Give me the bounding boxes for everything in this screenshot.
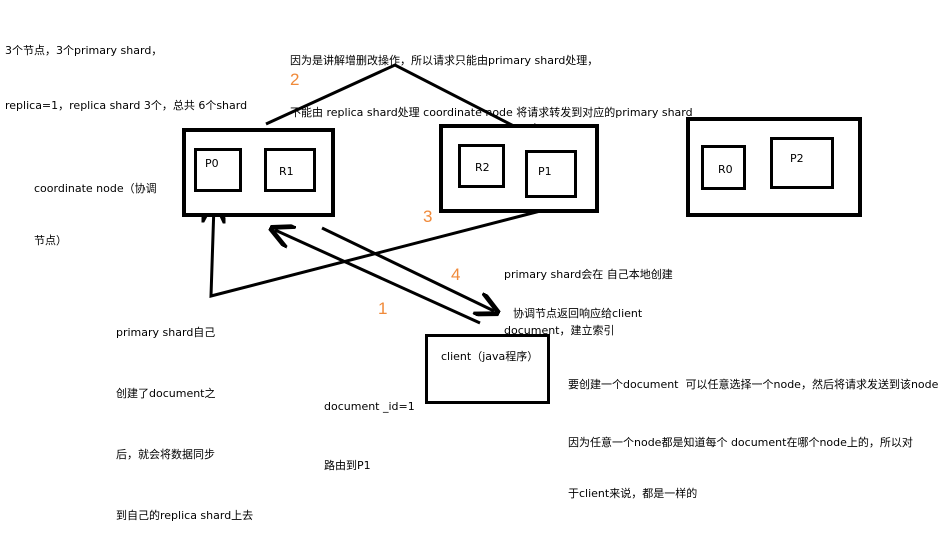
- shard-label: R0: [718, 163, 733, 176]
- node-3: R0 P2: [686, 117, 862, 217]
- arrow-step-1: [275, 230, 481, 325]
- note-client-desc: 要创建一个document 可以任意选择一个node，然后将请求发送到该node…: [568, 344, 938, 519]
- client-box: client（java程序）: [425, 334, 550, 404]
- note-cluster-summary: 3个节点，3个primary shard， replica=1，replica …: [5, 10, 247, 131]
- shard-r0: R0: [701, 145, 746, 190]
- note-line: 于client来说，都是一样的: [568, 487, 698, 500]
- note-return-client: 协调节点返回响应给client: [513, 307, 643, 320]
- arrow-step-2: [265, 63, 545, 142]
- step-number: 1: [378, 299, 388, 318]
- note-line: document，建立索引: [504, 323, 615, 337]
- note-line: 3个节点，3个primary shard，: [5, 44, 163, 57]
- shard-r2: R2: [458, 144, 505, 188]
- note-line: 节点）: [34, 233, 67, 247]
- shard-p1: P1: [525, 150, 577, 198]
- shard-p2: P2: [770, 137, 834, 189]
- step-number: 4: [451, 265, 461, 284]
- shard-p0: P0: [194, 148, 242, 192]
- step-number: 2: [290, 70, 300, 89]
- note-line: coordinate node（协调: [34, 182, 157, 195]
- note-line: replica=1，replica shard 3个，总共 6个shard: [5, 98, 248, 112]
- note-write-routing: 因为是讲解增删改操作，所以请求只能由primary shard处理， 不能由 r…: [290, 20, 693, 138]
- note-coordinate-node: coordinate node（协调 节点）: [34, 148, 157, 266]
- note-doc-routing: document _id=1 路由到P1: [324, 357, 415, 496]
- note-line: 不能由 replica shard处理 coordinate node 将请求转…: [290, 105, 693, 119]
- shard-label: P2: [790, 152, 804, 165]
- shard-label: R1: [279, 165, 294, 178]
- note-primary-create: primary shard会在 自己本地创建 document，建立索引: [504, 234, 673, 356]
- client-label: client（java程序）: [441, 350, 539, 363]
- note-line: 后，就会将数据同步: [116, 447, 215, 461]
- note-line: primary shard会在 自己本地创建: [504, 268, 673, 281]
- note-replica-sync: primary shard自己 创建了document之 后，就会将数据同步 到…: [116, 282, 253, 546]
- arrows-layer: [0, 63, 947, 325]
- node-1: P0 R1: [182, 128, 335, 217]
- note-line: 路由到P1: [324, 458, 371, 472]
- shard-label: R2: [475, 161, 490, 174]
- arrow-step-4: [321, 226, 494, 311]
- node-2: R2 P1: [439, 124, 599, 213]
- arrow-step-3: [211, 205, 553, 298]
- note-line: 到自己的replica shard上去: [116, 508, 254, 522]
- shard-label: P1: [538, 165, 552, 178]
- note-line: 要创建一个document 可以任意选择一个node，然后将请求发送到该node: [568, 378, 939, 391]
- shard-label: P0: [205, 157, 219, 170]
- note-line: document _id=1: [324, 399, 415, 413]
- note-line: primary shard自己: [116, 325, 216, 339]
- step-number: 3: [423, 207, 433, 226]
- note-line: 因为是讲解增删改操作，所以请求只能由primary shard处理，: [290, 54, 599, 67]
- note-line: 创建了document之: [116, 386, 216, 400]
- note-line: 因为任意一个node都是知道每个 document在哪个node上的，所以对: [568, 435, 913, 449]
- shard-r1: R1: [264, 148, 316, 192]
